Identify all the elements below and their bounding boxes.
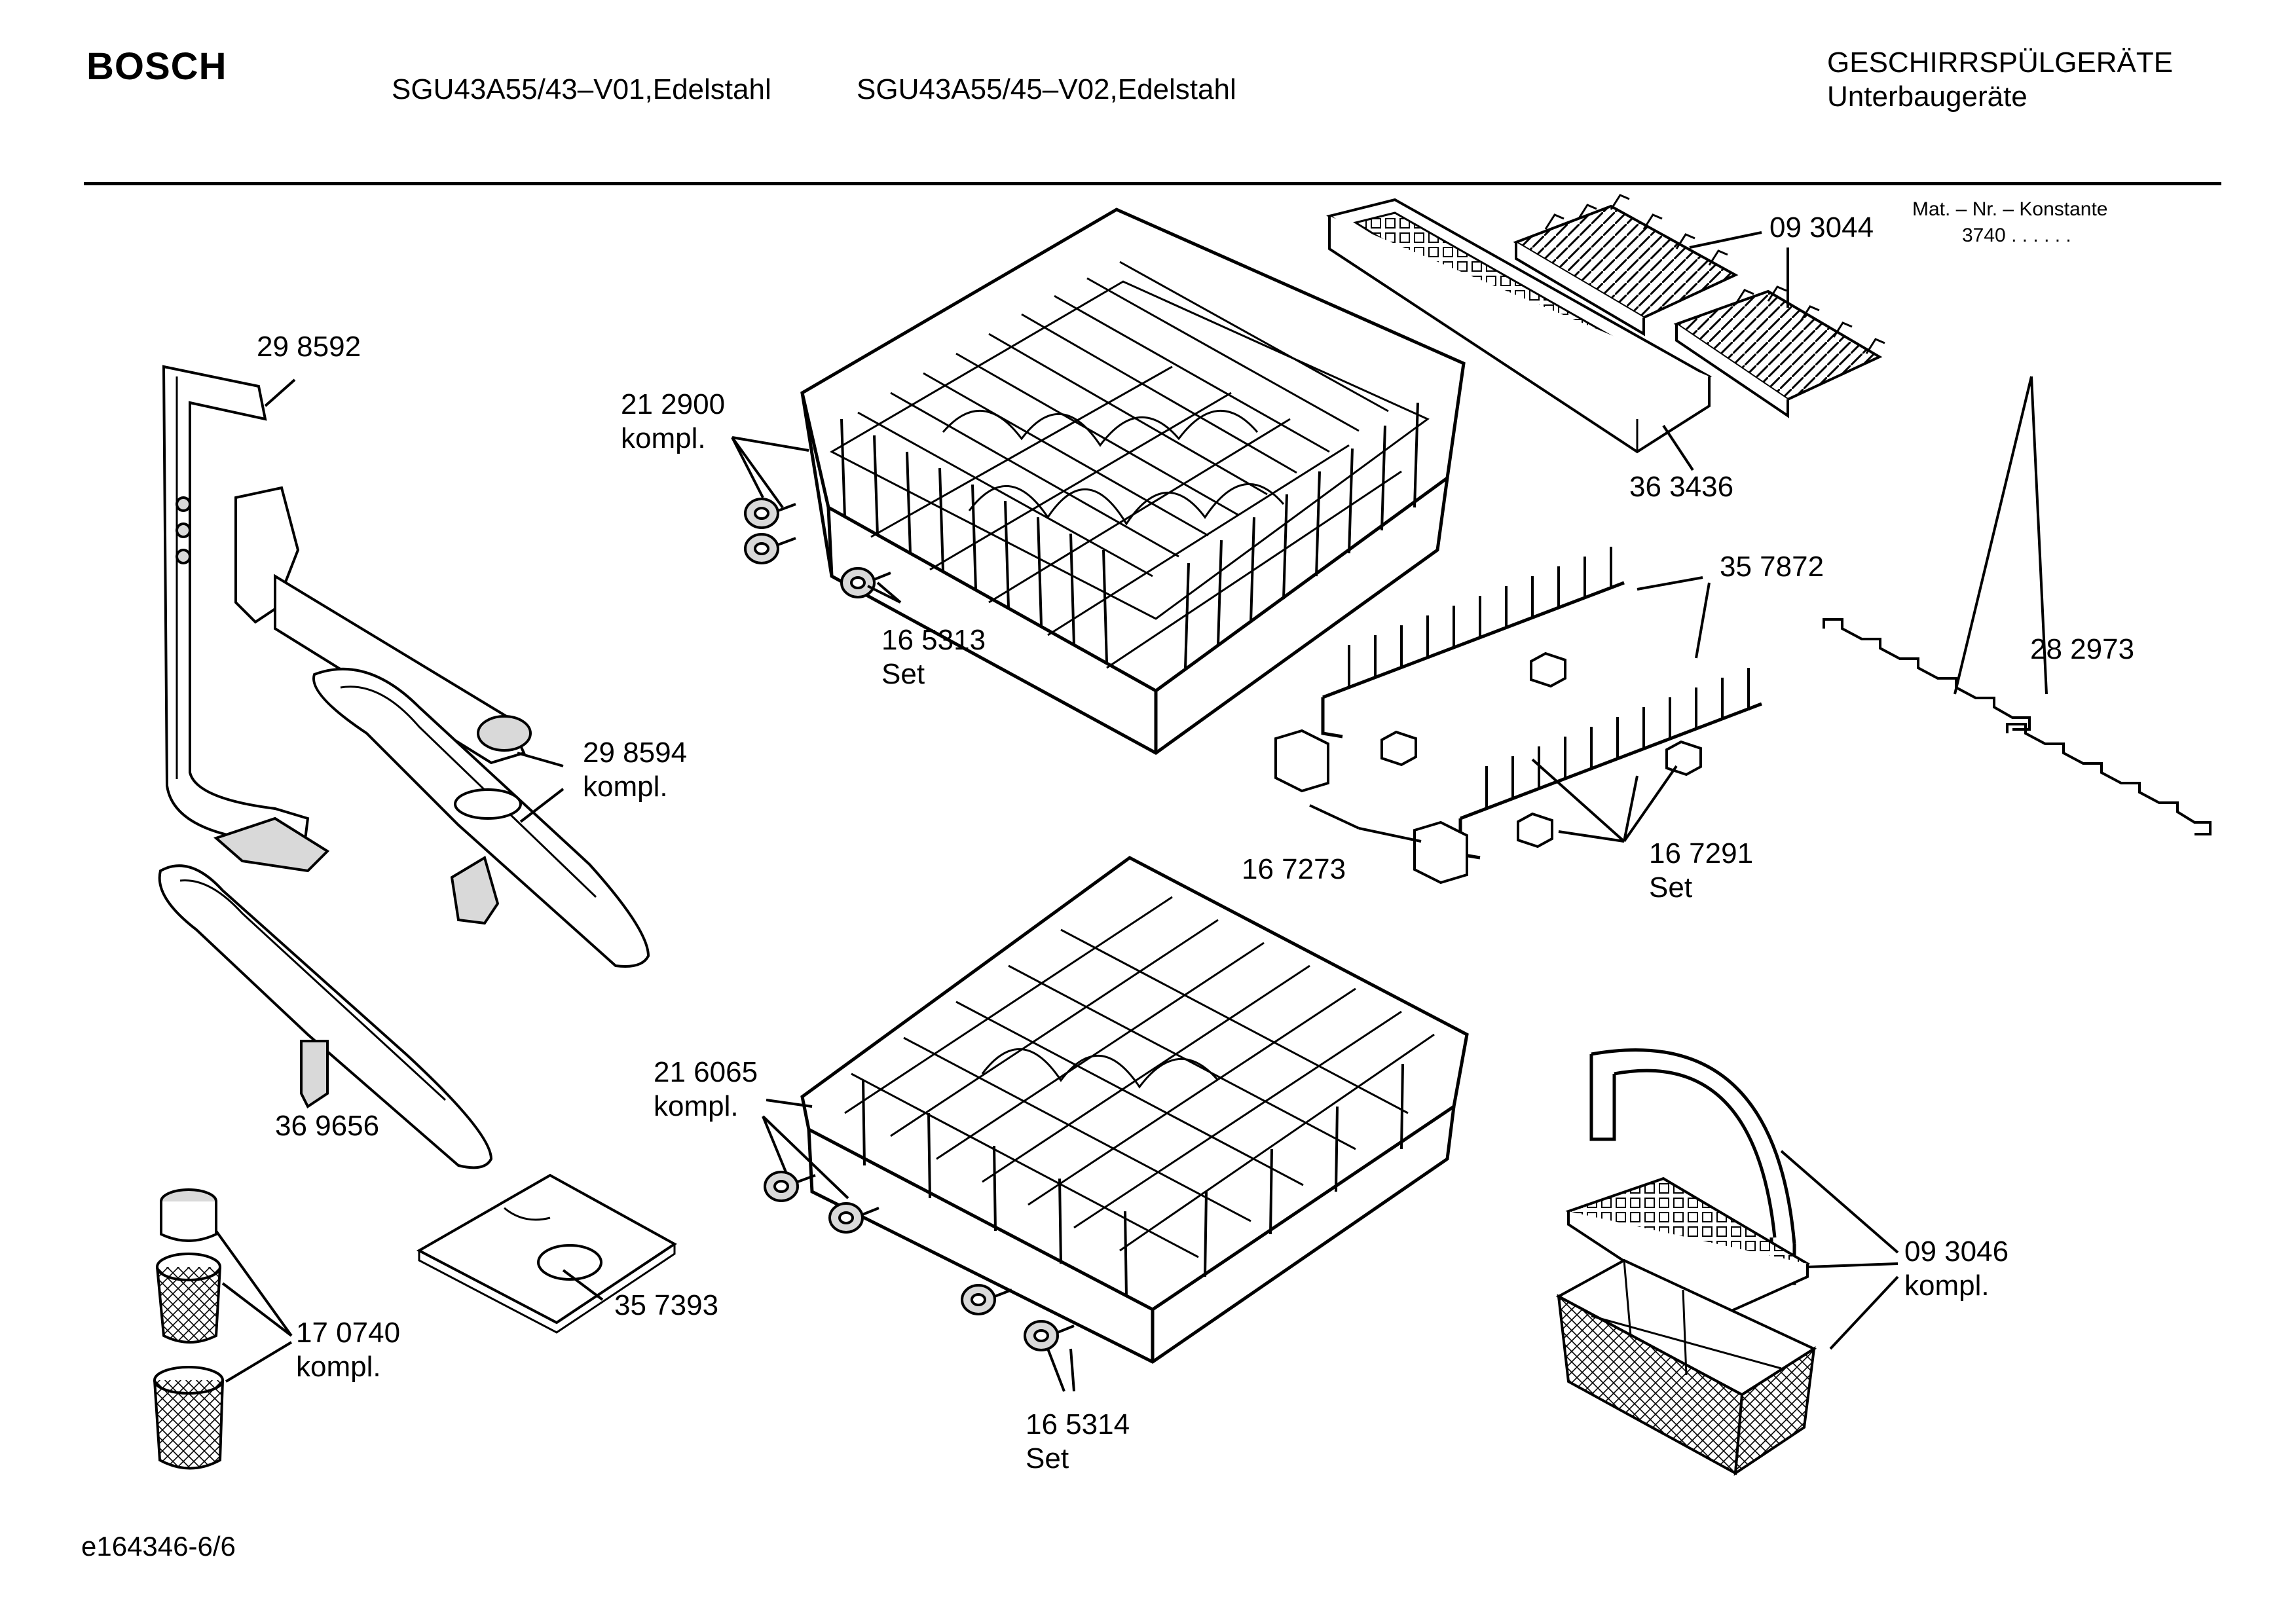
callout-298592: 29 8592 (257, 330, 361, 364)
callout-170740: 17 0740 kompl. (296, 1316, 400, 1384)
cutlery-cover-upper (1513, 194, 1739, 337)
header-divider (84, 182, 2221, 185)
part-number: 21 6065 (654, 1056, 758, 1088)
callout-216065: 21 6065 kompl. (654, 1055, 758, 1124)
part-number: 36 9656 (275, 1110, 380, 1142)
rail-stop-brackets (1274, 729, 1468, 885)
tine-row-upper (1321, 547, 1625, 739)
upper-basket-rollers (744, 498, 891, 598)
part-number: 36 3436 (1629, 471, 1734, 503)
part-number: 16 5314 (1026, 1408, 1130, 1440)
part-number: 28 2973 (2030, 633, 2135, 665)
part-suffix: kompl. (1904, 1270, 1990, 1302)
callout-298594: 29 8594 kompl. (583, 736, 687, 804)
callout-282973: 28 2973 (2030, 632, 2134, 667)
filter-plate (416, 1173, 677, 1334)
category-subtitle: Unterbaugeräte (1827, 81, 2028, 113)
callout-212900: 21 2900 kompl. (621, 388, 725, 456)
cutlery-basket (1555, 1258, 1817, 1476)
part-number: 29 8594 (583, 737, 688, 769)
part-suffix: kompl. (583, 771, 668, 803)
stepped-rails (1823, 618, 2212, 835)
model-variant-1: SGU43A55/43–V01,Edelstahl (392, 73, 771, 105)
spray-supply-tube (162, 365, 330, 873)
callout-165313: 16 5313 Set (881, 623, 986, 691)
part-number: 16 7291 (1649, 837, 1754, 870)
lower-basket (800, 856, 1469, 1364)
upper-basket (800, 208, 1466, 755)
callout-369656: 36 9656 (275, 1109, 379, 1143)
callout-093044: 09 3044 (1769, 211, 1874, 245)
upper-spray-arm (234, 486, 532, 765)
part-number: 09 3044 (1769, 211, 1874, 244)
middle-spray-arm (312, 667, 650, 968)
filter-cartridges (153, 1188, 224, 1470)
lower-spray-arm (158, 864, 493, 1169)
callout-357393: 35 7393 (614, 1289, 718, 1323)
part-suffix: kompl. (621, 422, 706, 454)
part-suffix: Set (1026, 1442, 1069, 1475)
leader-lines (215, 231, 2048, 1392)
part-number: 35 7393 (614, 1289, 719, 1321)
brand-logo: BOSCH (86, 45, 227, 88)
category-block: GESCHIRRSPÜLGERÄTE Unterbaugeräte (1827, 46, 2173, 114)
tine-clips (1380, 651, 1702, 849)
mat-note-value: 3740 . . . . . . (1962, 225, 2071, 246)
category-title: GESCHIRRSPÜLGERÄTE (1827, 46, 2174, 79)
part-number: 29 8592 (257, 331, 361, 363)
part-number: 09 3046 (1904, 1236, 2009, 1268)
cutlery-tray (1326, 198, 1713, 454)
cutlery-cover-lower (1673, 285, 1885, 418)
part-number: 21 2900 (621, 388, 726, 420)
callout-093046: 09 3046 kompl. (1904, 1235, 2009, 1303)
part-number: 16 7273 (1242, 853, 1346, 885)
part-number: 16 5313 (881, 624, 986, 656)
callout-363436: 36 3436 (1629, 470, 1733, 504)
part-suffix: kompl. (654, 1090, 739, 1122)
callout-165314: 16 5314 Set (1026, 1408, 1130, 1476)
mat-note: Mat. – Nr. – Konstante 3740 . . . . . . (1912, 196, 2108, 249)
part-number: 17 0740 (296, 1317, 401, 1349)
callout-357872: 35 7872 (1720, 550, 1824, 584)
part-suffix: kompl. (296, 1351, 381, 1383)
part-suffix: Set (881, 658, 925, 690)
part-suffix: Set (1649, 871, 1693, 904)
lower-basket-rollers (764, 1171, 1075, 1351)
part-number: 35 7872 (1720, 551, 1824, 583)
mat-note-label: Mat. – Nr. – Konstante (1912, 198, 2108, 220)
document-id: e164346-6/6 (81, 1531, 236, 1562)
callout-167273: 16 7273 (1242, 852, 1346, 887)
model-variant-2: SGU43A55/45–V02,Edelstahl (857, 73, 1236, 105)
callout-167291: 16 7291 Set (1649, 837, 1753, 905)
